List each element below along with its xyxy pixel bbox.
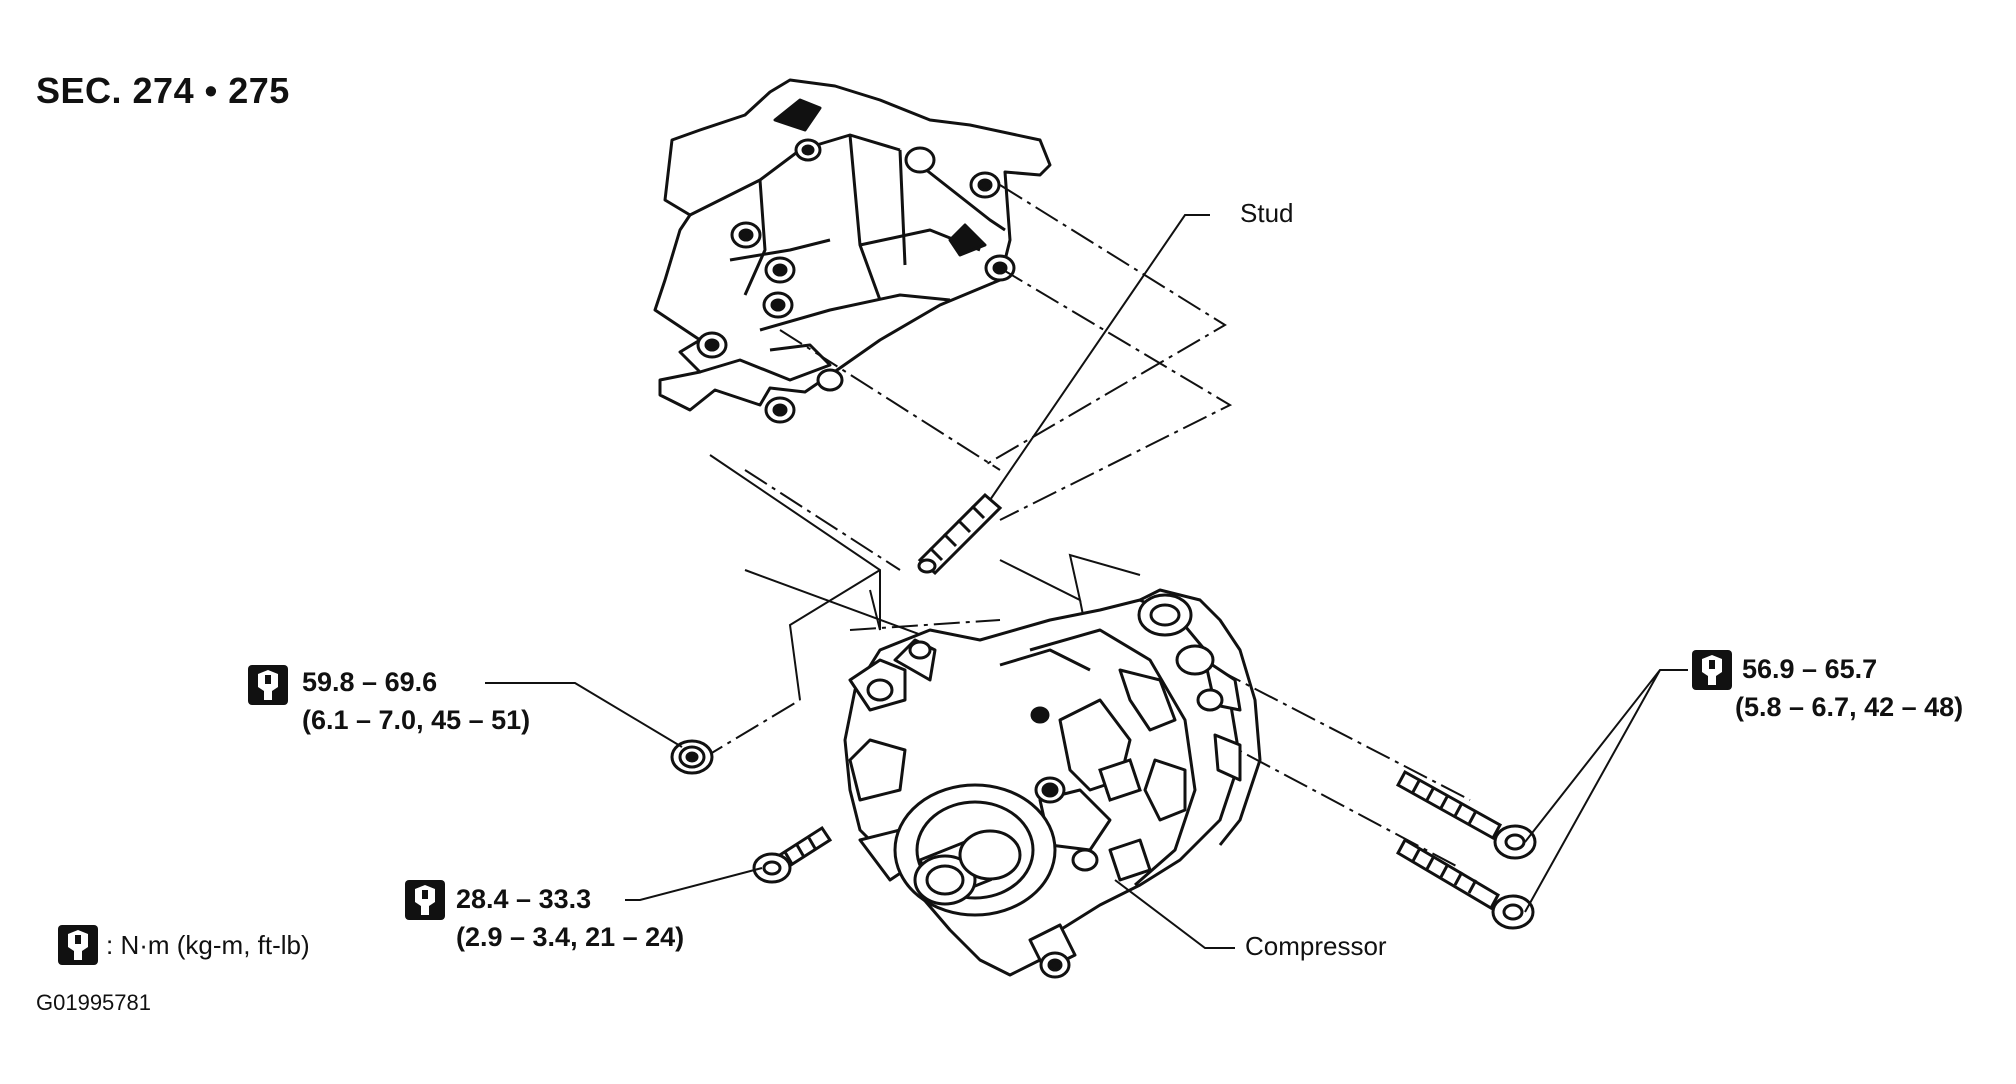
long-bolt-upper [1395,769,1537,860]
nut-leader-line [485,682,683,748]
stud-label: Stud [1240,198,1294,228]
lower-bolt [752,825,833,884]
section-label: SEC. 274 • 275 [36,70,290,111]
torque-wrench-icon [248,665,288,705]
compressor-label: Compressor [1245,931,1387,961]
mounting-bracket [653,78,1052,412]
torque-nut-secondary: (6.1 – 7.0, 45 – 51) [302,705,531,735]
torque-wrench-icon [405,880,445,920]
torque-lower-bolt-secondary: (2.9 – 3.4, 21 – 24) [456,922,685,952]
figure-code: G01995781 [36,990,151,1015]
torque-lower-bolt-primary: 28.4 – 33.3 [456,884,592,914]
lower-bolt-leader-line [625,867,763,901]
torque-wrench-icon [58,925,98,965]
torque-wrench-icon [1692,650,1732,690]
long-bolts-leader-line [1524,669,1688,913]
torque-long-bolts-primary: 56.9 – 65.7 [1742,654,1878,684]
stud [917,492,1003,576]
compressor-details [866,593,1224,979]
torque-nut-primary: 59.8 – 69.6 [302,667,438,697]
torque-long-bolts-secondary: (5.8 – 6.7, 42 – 48) [1735,692,1964,722]
flange-nut [670,739,714,775]
long-bolt-lower [1395,837,1535,930]
torque-unit-legend: : N·m (kg-m, ft-lb) [106,930,310,960]
alignment-lines [699,184,1471,869]
stud-leader-line [989,214,1210,501]
bracket-bosses [696,138,1016,424]
compressor-leader-line [1114,879,1235,949]
